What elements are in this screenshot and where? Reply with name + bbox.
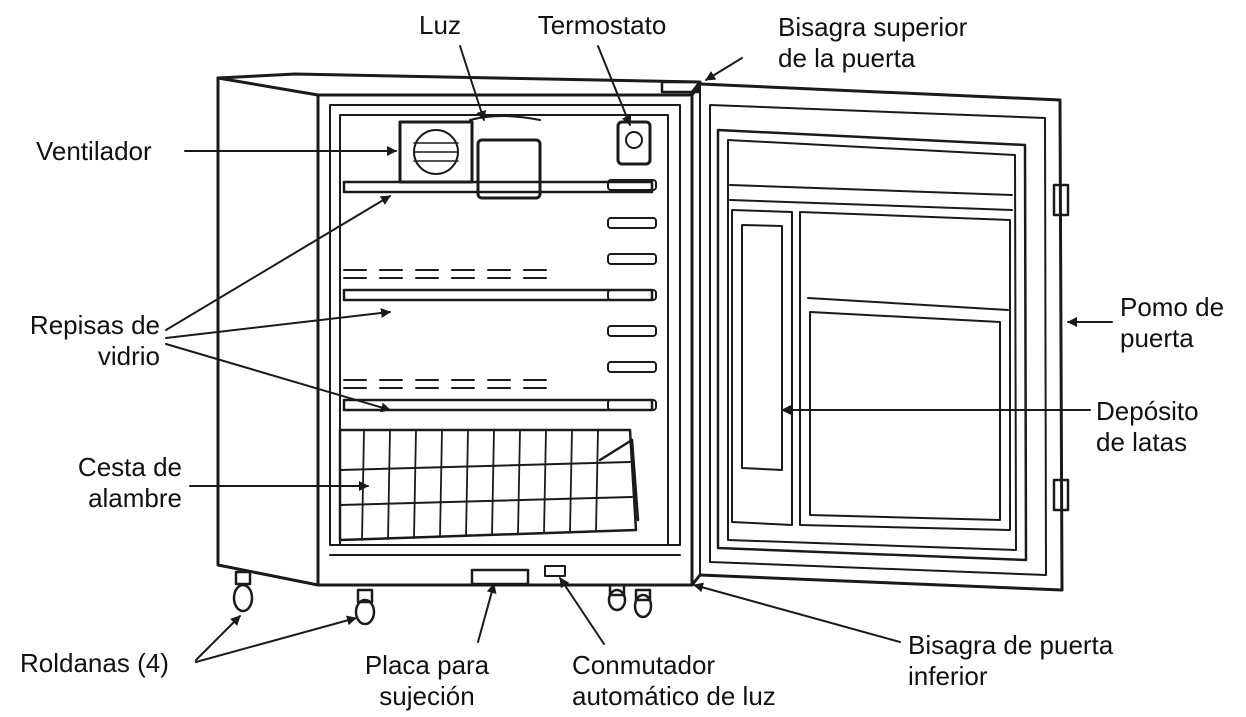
wire-basket [338,428,640,542]
label-roldanas: Roldanas (4) [20,648,169,679]
label-placa-line1: Placa para [364,650,490,680]
arrow-roldana-1 [195,615,241,661]
label-bisagra-superior: Bisagra superior de la puerta [778,12,967,74]
arrow-placa [477,583,497,643]
label-bisagra-superior-line2: de la puerta [778,43,916,73]
label-deposito: Depósito de latas [1096,396,1199,458]
label-bisagra-inferior-line1: Bisagra de puerta [908,630,1114,660]
arrow-bisagra-inferior [693,582,901,643]
arrow-repisa-2 [165,308,391,339]
light-housing [469,115,542,200]
label-pomo-line1: Pomo de [1120,292,1225,322]
arrow-repisa-3 [165,343,391,413]
label-conmutador-line1: Conmutador [572,650,716,680]
label-placa-line2: sujeción [379,681,475,711]
arrow-bisagra-superior [705,57,743,81]
label-deposito-line2: de latas [1096,427,1188,457]
label-bisagra-inferior: Bisagra de puerta inferior [908,630,1113,692]
callout-arrows [165,45,1113,663]
label-conmutador-line2: automático de luz [572,681,776,711]
casters [232,570,653,626]
label-cesta: Cesta de alambre [20,452,182,514]
label-termostato: Termostato [522,10,682,41]
label-repisas: Repisas de vidrio [0,310,160,372]
label-placa: Placa para sujeción [352,650,502,712]
arrow-termostato [597,45,632,126]
label-cesta-line2: alambre [88,483,182,513]
label-conmutador: Conmutador automático de luz [572,650,776,712]
thermostat [616,120,652,166]
label-ventilador: Ventilador [36,136,152,167]
door [660,80,1070,592]
shelf-rails [607,179,657,411]
arrow-repisa-1 [165,195,391,331]
label-repisas-line2: vidrio [97,341,160,371]
label-termostato-text: Termostato [537,10,667,40]
glass-shelves [342,180,654,412]
fan [398,120,474,184]
arrow-luz [459,45,486,121]
label-repisas-line1: Repisas de [29,310,160,340]
label-deposito-line1: Depósito [1096,396,1199,426]
label-pomo: Pomo de puerta [1120,292,1224,354]
label-ventilador-text: Ventilador [36,136,152,166]
label-luz-text: Luz [419,10,461,40]
label-cesta-line1: Cesta de [77,452,182,482]
arrow-conmutador [559,577,605,645]
label-roldanas-text: Roldanas (4) [20,648,169,678]
label-luz: Luz [405,10,475,41]
base-details [470,565,566,586]
label-bisagra-inferior-line2: inferior [908,661,988,691]
label-bisagra-superior-line1: Bisagra superior [778,12,968,42]
arrow-roldana-2 [195,615,357,663]
label-pomo-line2: puerta [1120,323,1194,353]
